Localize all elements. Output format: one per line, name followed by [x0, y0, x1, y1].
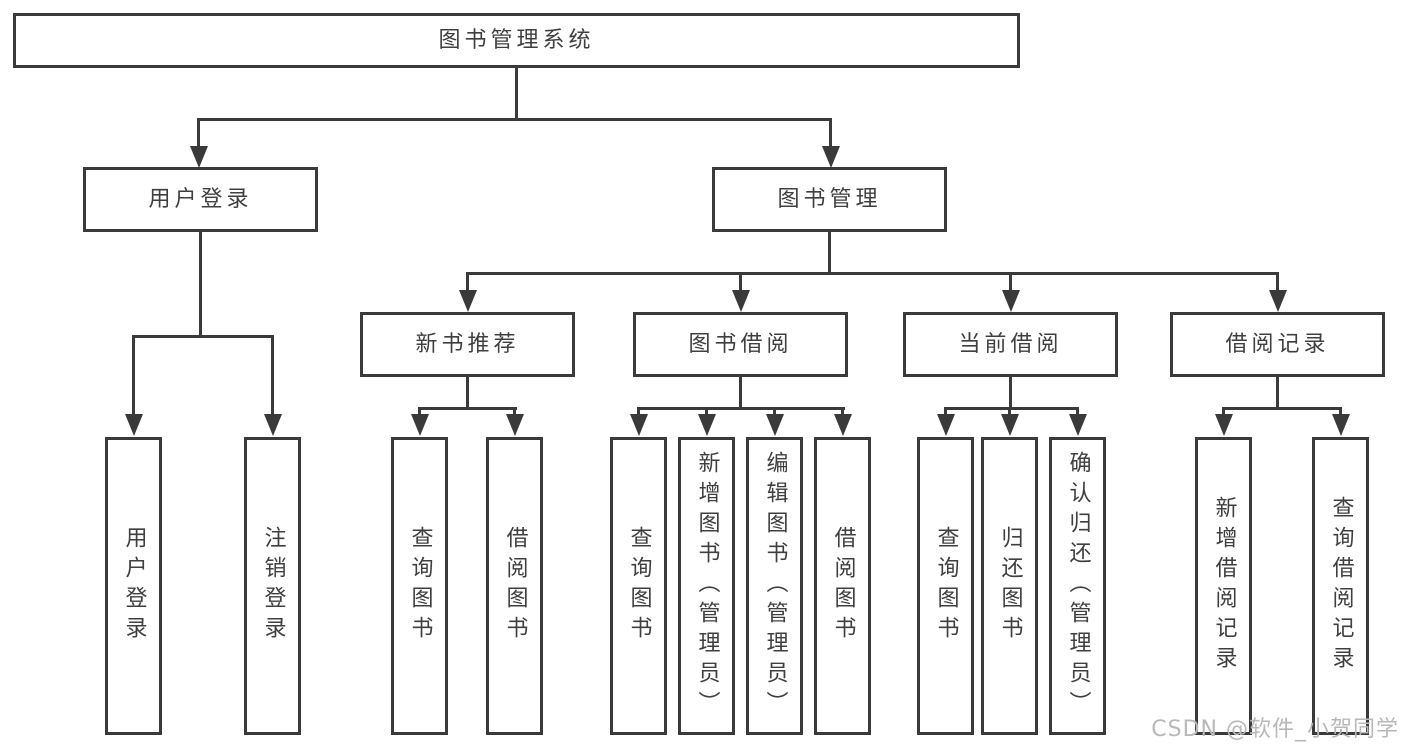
connector-line	[466, 272, 469, 290]
leaf-return-book-label: 归还图书	[997, 526, 1023, 646]
node-user-login: 用户登录	[83, 167, 318, 232]
leaf-confirm-return-admin-label: 确认归还（管理员）	[1065, 451, 1091, 721]
leaf-return-book: 归还图书	[981, 437, 1038, 735]
leaf-add-book-admin-label: 新增图书（管理员）	[694, 451, 720, 721]
leaf-confirm-return-admin: 确认归还（管理员）	[1049, 437, 1106, 735]
connector-line	[1276, 272, 1279, 290]
connector-line	[1008, 407, 1011, 416]
connector-line	[418, 407, 517, 410]
connector-line	[944, 407, 1079, 410]
leaf-query-books-borrow: 查询图书	[610, 437, 667, 735]
leaf-query-books-recommend-label: 查询图书	[407, 526, 433, 646]
connector-arrowhead	[698, 414, 716, 436]
connector-line	[466, 272, 1279, 275]
connector-line	[841, 407, 844, 416]
connector-line	[1222, 407, 1342, 410]
node-current-borrowing-label: 当前借阅	[958, 331, 1063, 357]
connector-line	[1009, 377, 1012, 410]
leaf-logout: 注销登录	[244, 437, 301, 735]
leaf-query-borrow-record-label: 查询借阅记录	[1328, 496, 1354, 676]
node-new-book-recommendation-label: 新书推荐	[415, 331, 520, 357]
node-borrowing-records-label: 借阅记录	[1225, 331, 1330, 357]
leaf-query-books-recommend: 查询图书	[391, 437, 448, 735]
connector-line	[944, 407, 947, 416]
connector-line	[513, 407, 516, 416]
node-borrowing-records: 借阅记录	[1170, 312, 1385, 377]
connector-arrowhead	[766, 414, 784, 436]
connector-line	[739, 377, 742, 410]
connector-line	[637, 407, 640, 416]
connector-line	[773, 407, 776, 416]
connector-arrowhead	[1069, 414, 1087, 436]
connector-line	[197, 118, 200, 150]
connector-arrowhead	[834, 414, 852, 436]
leaf-user-login: 用户登录	[105, 437, 162, 735]
connector-line	[1276, 377, 1279, 410]
node-library-system-label: 图书管理系统	[438, 27, 595, 53]
leaf-query-borrow-record: 查询借阅记录	[1312, 437, 1369, 735]
connector-arrowhead	[822, 146, 840, 168]
watermark: CSDN @软件_小贺同学	[1151, 717, 1399, 742]
leaf-borrow-books-recommend-label: 借阅图书	[502, 526, 528, 646]
leaf-query-books-current-label: 查询图书	[933, 526, 959, 646]
connector-line	[1009, 272, 1012, 290]
leaf-edit-book-admin: 编辑图书（管理员）	[746, 437, 803, 735]
connector-line	[197, 118, 832, 121]
connector-arrowhead	[937, 414, 955, 436]
node-book-management: 图书管理	[712, 167, 947, 232]
node-library-system: 图书管理系统	[13, 13, 1020, 68]
node-book-borrowing-label: 图书借阅	[688, 331, 793, 357]
leaf-borrow-books: 借阅图书	[814, 437, 871, 735]
connector-line	[418, 407, 421, 416]
connector-arrowhead	[459, 290, 477, 312]
connector-line	[829, 118, 832, 150]
leaf-edit-book-admin-label: 编辑图书（管理员）	[762, 451, 788, 721]
leaf-borrow-books-label: 借阅图书	[830, 526, 856, 646]
connector-line	[271, 335, 274, 416]
connector-arrowhead	[630, 414, 648, 436]
node-book-borrowing: 图书借阅	[633, 312, 848, 377]
connector-arrowhead	[732, 290, 750, 312]
connector-arrowhead	[125, 414, 143, 436]
node-user-login-label: 用户登录	[148, 186, 253, 212]
connector-line	[705, 407, 708, 416]
connector-line	[637, 407, 845, 410]
leaf-add-book-admin: 新增图书（管理员）	[678, 437, 735, 735]
connector-arrowhead	[1001, 414, 1019, 436]
leaf-query-books-current: 查询图书	[917, 437, 974, 735]
connector-arrowhead	[264, 414, 282, 436]
connector-arrowhead	[411, 414, 429, 436]
connector-line	[1339, 407, 1342, 416]
connector-line	[1076, 407, 1079, 416]
connector-arrowhead	[1002, 290, 1020, 312]
node-new-book-recommendation: 新书推荐	[360, 312, 575, 377]
connector-arrowhead	[1269, 290, 1287, 312]
node-book-management-label: 图书管理	[777, 186, 882, 212]
connector-line	[132, 335, 135, 416]
node-current-borrowing: 当前借阅	[903, 312, 1118, 377]
connector-line	[828, 232, 831, 275]
connector-arrowhead	[1215, 414, 1233, 436]
leaf-add-borrow-record-label: 新增借阅记录	[1211, 496, 1237, 676]
connector-arrowhead	[506, 414, 524, 436]
connector-line	[1222, 407, 1225, 416]
connector-line	[132, 335, 274, 338]
connector-line	[466, 377, 469, 410]
leaf-add-borrow-record: 新增借阅记录	[1195, 437, 1252, 735]
leaf-logout-label: 注销登录	[260, 526, 286, 646]
connector-line	[739, 272, 742, 290]
connector-arrowhead	[1332, 414, 1350, 436]
connector-line	[199, 232, 202, 338]
leaf-user-login-label: 用户登录	[121, 526, 147, 646]
connector-arrowhead	[190, 146, 208, 168]
connector-line	[515, 68, 518, 121]
leaf-query-books-borrow-label: 查询图书	[626, 526, 652, 646]
leaf-borrow-books-recommend: 借阅图书	[486, 437, 543, 735]
